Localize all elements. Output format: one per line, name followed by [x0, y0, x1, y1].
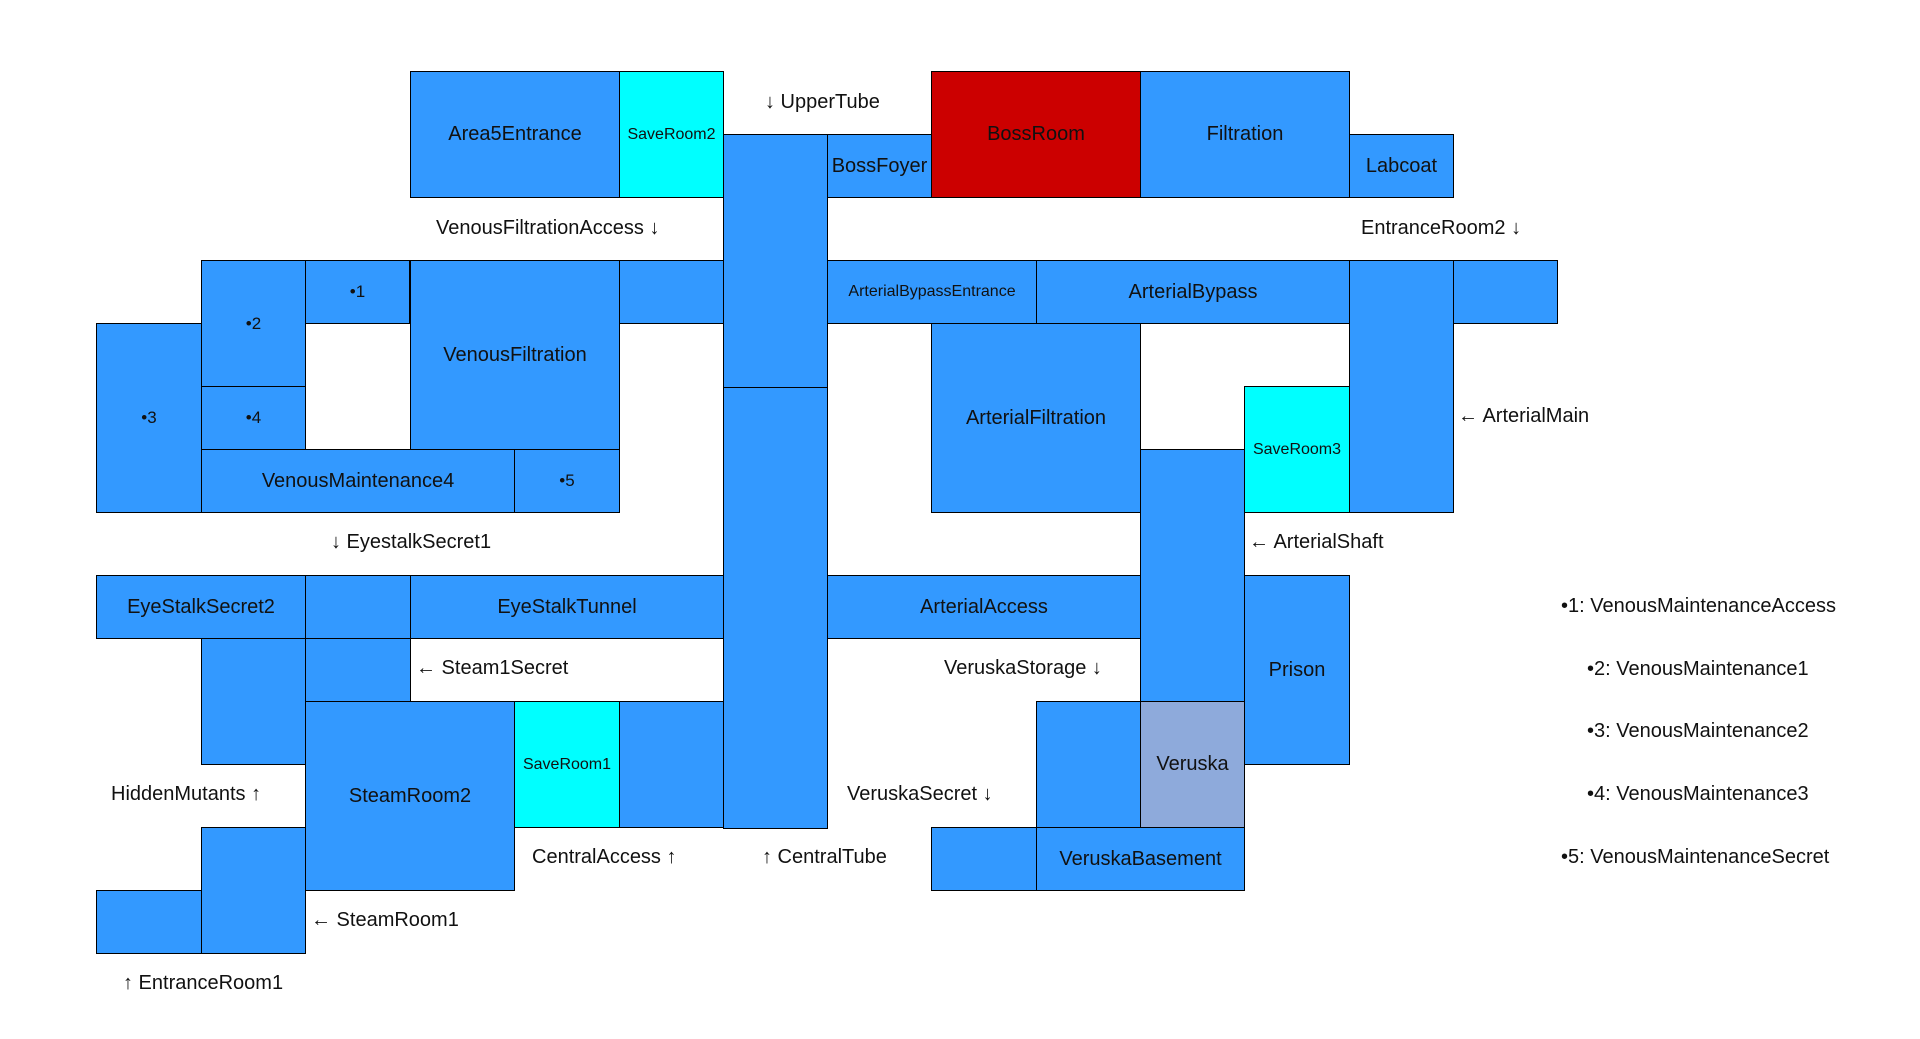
room-save-room-3[interactable]: SaveRoom3	[1244, 386, 1350, 513]
room-filtration[interactable]: Filtration	[1140, 71, 1350, 198]
legend-item: •4: VenousMaintenance3	[1587, 783, 1809, 805]
room-boss-foyer[interactable]: BossFoyer	[827, 134, 932, 198]
room-maint-1[interactable]: •2	[201, 260, 306, 387]
label-entrance-room-1: ↑ EntranceRoom1	[123, 972, 284, 994]
room-maint-secret-5[interactable]: •5	[514, 449, 620, 513]
room-entrance-room-2[interactable]	[1453, 260, 1558, 324]
label-veruska-secret: VeruskaSecret ↓	[847, 783, 993, 805]
legend-item: •3: VenousMaintenance2	[1587, 720, 1809, 742]
room-eyestalk-secret-1[interactable]	[305, 575, 411, 639]
label-central-tube: ↑ CentralTube	[762, 846, 887, 868]
room-steam-room-2[interactable]: SteamRoom2	[305, 701, 515, 891]
room-veruska-storage[interactable]	[1036, 701, 1141, 828]
room-arterial-bypass-entrance[interactable]: ArterialBypassEntrance	[827, 260, 1037, 324]
label-entrance-room-2: EntranceRoom2 ↓	[1361, 217, 1522, 239]
room-entrance-room-1[interactable]	[96, 890, 202, 954]
label-steam-room-1: ← SteamRoom1	[311, 909, 459, 931]
room-arterial-access[interactable]: ArterialAccess	[827, 575, 1141, 639]
label-steam-1-secret: ← Steam1Secret	[416, 657, 569, 679]
room-steam-room-1[interactable]	[201, 827, 306, 954]
room-eyestalk-tunnel[interactable]: EyeStalkTunnel	[410, 575, 724, 639]
room-central-access[interactable]	[619, 701, 724, 828]
room-arterial-bypass[interactable]: ArterialBypass	[1036, 260, 1350, 324]
label-veruska-storage: VeruskaStorage ↓	[944, 657, 1102, 679]
room-arterial-filtration[interactable]: ArterialFiltration	[931, 323, 1141, 513]
room-hidden-mutants[interactable]	[201, 638, 306, 765]
room-maint-3[interactable]: •4	[201, 386, 306, 450]
label-arterial-shaft: ← ArterialShaft	[1249, 531, 1384, 553]
label-eyestalk-secret-1: ↓ EyestalkSecret1	[331, 531, 492, 553]
room-veruska-basement[interactable]: VeruskaBasement	[1036, 827, 1245, 891]
room-save-room-1[interactable]: SaveRoom1	[514, 701, 620, 828]
label-venous-filtration-access: VenousFiltrationAccess ↓	[436, 217, 660, 239]
room-venous-filtration[interactable]: VenousFiltration	[410, 260, 620, 450]
legend-item: •1: VenousMaintenanceAccess	[1561, 595, 1836, 617]
label-hidden-mutants: HiddenMutants ↑	[111, 783, 262, 805]
label-upper-tube: ↓ UpperTube	[765, 91, 880, 113]
room-labcoat[interactable]: Labcoat	[1349, 134, 1454, 198]
room-maint-access-1[interactable]: •1	[305, 260, 410, 324]
room-steam-1-secret[interactable]	[305, 638, 411, 702]
room-arterial-main[interactable]	[1349, 260, 1454, 513]
room-area5-entrance[interactable]: Area5Entrance	[410, 71, 620, 198]
room-maint-2[interactable]: •3	[96, 323, 202, 513]
room-save-room-2[interactable]: SaveRoom2	[619, 71, 724, 198]
room-central-tube[interactable]	[723, 387, 828, 829]
label-central-access: CentralAccess ↑	[532, 846, 677, 868]
room-venous-filtration-access[interactable]	[619, 260, 724, 324]
legend-item: •5: VenousMaintenanceSecret	[1561, 846, 1830, 868]
room-prison[interactable]: Prison	[1244, 575, 1350, 765]
label-arterial-main: ← ArterialMain	[1458, 405, 1590, 427]
room-arterial-shaft[interactable]	[1140, 449, 1245, 703]
room-upper-tube[interactable]	[723, 134, 828, 388]
room-veruska-secret[interactable]	[931, 827, 1037, 891]
legend-item: •2: VenousMaintenance1	[1587, 658, 1809, 680]
room-eyestalk-secret-2[interactable]: EyeStalkSecret2	[96, 575, 306, 639]
room-venous-maintenance-4[interactable]: VenousMaintenance4	[201, 449, 515, 513]
room-boss-room[interactable]: BossRoom	[931, 71, 1141, 198]
room-veruska[interactable]: Veruska	[1140, 701, 1245, 828]
